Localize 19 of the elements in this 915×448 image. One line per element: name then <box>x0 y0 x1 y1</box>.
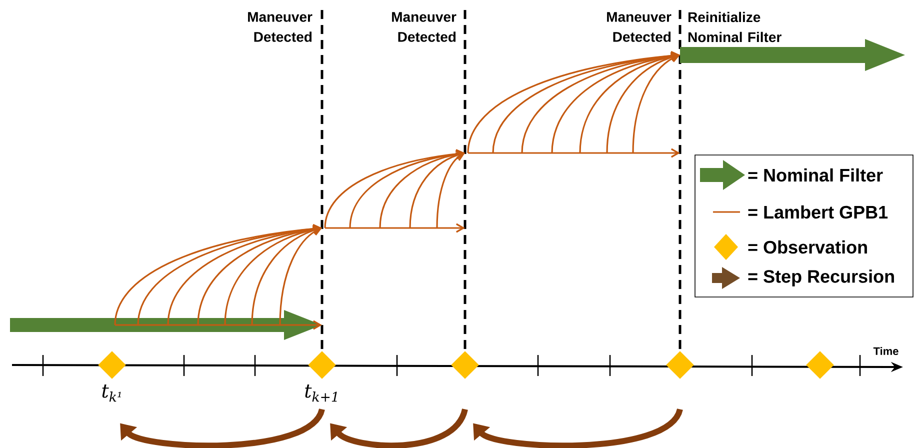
reinitialize-label: Reinitialize Nominal Filter <box>688 12 782 42</box>
maneuver-label: Maneuver Detected <box>607 12 672 42</box>
step-recursion-arrow <box>473 408 683 448</box>
observation-diamond <box>308 351 336 379</box>
maneuver-label: Maneuver Detected <box>392 12 456 42</box>
time-label: t$_{k+1}$ <box>305 384 337 402</box>
observation-diamond <box>666 351 694 379</box>
legend-label: = Nominal Filter <box>748 168 883 182</box>
observation-diamond <box>98 351 126 379</box>
observation-diamond <box>806 351 834 379</box>
axis-label: Time <box>873 346 898 356</box>
legend-label: = Observation <box>748 240 867 254</box>
observation-diamond <box>451 351 479 379</box>
step-recursion-arrow <box>120 408 325 448</box>
maneuver-label: Maneuver Detected <box>248 12 312 42</box>
legend-label: = Lambert GPB1 <box>748 205 888 219</box>
step-recursion-arrow <box>330 408 468 448</box>
legend-label: = Step Recursion <box>748 270 894 286</box>
time-label: t$_{k¹}$ <box>102 384 121 402</box>
